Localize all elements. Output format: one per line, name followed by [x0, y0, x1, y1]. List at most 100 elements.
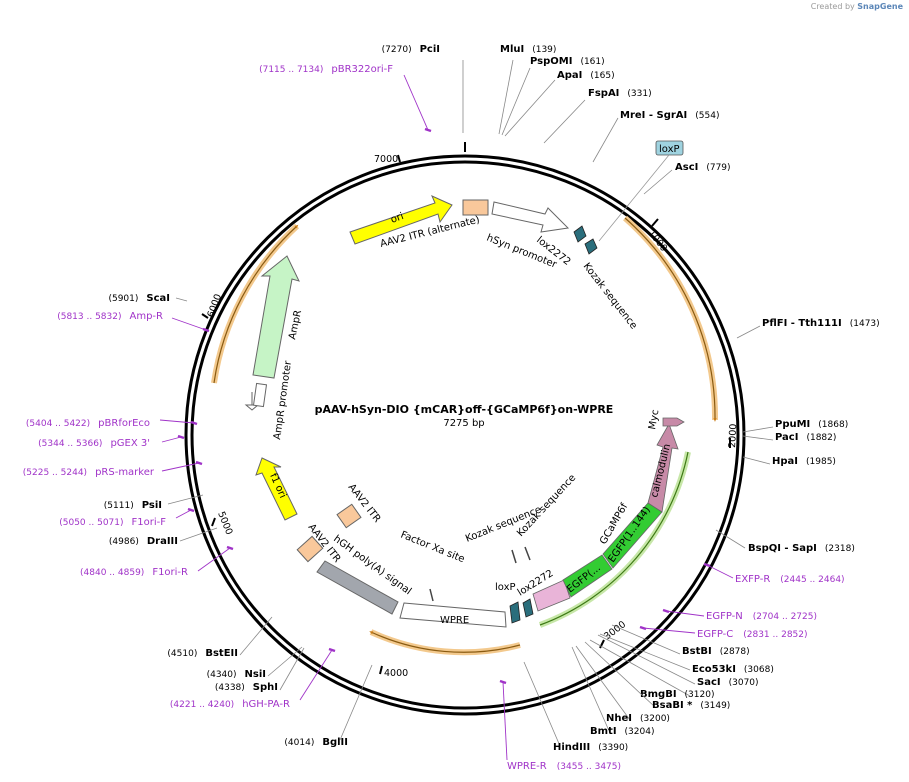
ori-arrow — [349, 195, 453, 245]
primer-leader-prs-marker — [161, 462, 200, 472]
enzyme-position: (554) — [695, 111, 719, 121]
primer-f1ori-f[interactable]: (5050 .. 5071)F1ori-F — [59, 517, 166, 528]
enzyme-eco53ki[interactable]: Eco53kI(3068) — [692, 664, 774, 675]
enzyme-asci[interactable]: AscI(779) — [675, 162, 731, 173]
enzyme-position: (1473) — [850, 319, 880, 329]
primer-mark-hgh-pa-r — [328, 647, 336, 653]
enzyme-position: (165) — [590, 71, 614, 81]
enzyme-position: (3070) — [729, 678, 759, 688]
myc-arrow — [662, 417, 685, 427]
enzyme-name: ScaI — [146, 293, 170, 304]
enzyme-apai[interactable]: ApaI(165) — [557, 70, 615, 81]
enzyme-leader-bstbi — [611, 624, 681, 655]
primer-wpre-r[interactable]: WPRE-R(3455 .. 3475) — [507, 761, 621, 772]
enzyme-leader-eco53ki — [599, 633, 691, 671]
enzyme-name: BmgBI — [640, 689, 677, 700]
enzyme-bsteii[interactable]: (4510)BstEII — [167, 648, 238, 659]
primer-position: (2831 .. 2852) — [743, 630, 807, 640]
enzyme-position: (1882) — [806, 433, 836, 443]
primer-egfp-c[interactable]: EGFP-C (2831 .. 2852) — [697, 629, 808, 640]
enzyme-nhei[interactable]: NheI(3200) — [606, 713, 670, 724]
plasmid-size: 7275 bp — [443, 418, 484, 429]
enzyme-sphi[interactable]: (4338)SphI — [215, 682, 278, 693]
primer-egfp-n[interactable]: EGFP-N(2704 .. 2725) — [706, 611, 817, 622]
primer-leader-pbrforeco — [159, 419, 195, 424]
primer-mark-pgex-3 — [177, 434, 185, 440]
enzyme-pspomi[interactable]: PspOMI(161) — [530, 56, 605, 67]
enzyme-name: HpaI — [772, 456, 798, 467]
enzyme-position: (2878) — [720, 647, 750, 657]
aav2-itr-2-box — [296, 535, 324, 563]
enzyme-position: (3120) — [685, 690, 715, 700]
primer-pgex-3[interactable]: (5344 .. 5366)pGEX 3' — [38, 438, 150, 449]
wpre-arrow — [399, 602, 507, 628]
enzyme-pcii[interactable]: (7270)PciI — [382, 44, 440, 55]
primer-f1ori-r[interactable]: (4840 .. 4859)F1ori-R — [80, 567, 188, 578]
ruler-label-7000: 7000 — [374, 154, 398, 165]
enzyme-leader-bmti — [571, 646, 611, 734]
enzyme-hindiii[interactable]: HindIII(3390) — [553, 742, 628, 753]
primer-name: EGFP-N — [706, 611, 743, 622]
lox2272-top-marker — [573, 225, 587, 243]
primer-position: (3455 .. 3475) — [557, 762, 621, 772]
primer-name: EGFP-C — [697, 629, 733, 640]
enzyme-pflfi-tth111i[interactable]: PflFI - Tth111I(1473) — [762, 318, 880, 329]
enzyme-bmti[interactable]: BmtI(3204) — [590, 726, 654, 737]
primer-prs-marker[interactable]: (5225 .. 5244)pRS-marker — [23, 467, 155, 478]
primer-exfp-r[interactable]: EXFP-R(2445 .. 2464) — [735, 574, 845, 585]
enzyme-name: SphI — [253, 682, 278, 693]
ampr-arrow — [252, 255, 300, 379]
enzyme-position: (139) — [532, 45, 556, 55]
enzyme-bglii[interactable]: (4014)BglII — [284, 737, 348, 748]
enzyme-hpai[interactable]: HpaI (1985) — [772, 456, 836, 467]
primer-name: pBR322ori-F — [331, 64, 393, 75]
enzyme-leader-fspai — [543, 99, 586, 144]
enzyme-name: NsiI — [245, 669, 266, 680]
enzyme-leader-draiii — [179, 527, 218, 542]
enzyme-name: AscI — [675, 162, 698, 173]
primer-amp-r[interactable]: (5813 .. 5832)Amp-R — [57, 311, 163, 322]
primer-mark-prs-marker — [195, 460, 203, 466]
wpre-label: WPRE — [440, 615, 469, 626]
enzyme-ppumi[interactable]: PpuMI(1868) — [775, 419, 848, 430]
enzyme-saci[interactable]: SacI(3070) — [697, 677, 759, 688]
primer-position: (5404 .. 5422) — [26, 419, 90, 429]
enzyme-name: PpuMI — [775, 419, 810, 430]
primer-mark-pbr322ori-f — [424, 127, 432, 133]
enzyme-leader-pspomi — [501, 67, 531, 136]
enzyme-psii[interactable]: (5111)PsiI — [104, 500, 162, 511]
enzyme-position: (5901) — [108, 294, 138, 304]
primer-position: (5050 .. 5071) — [59, 518, 123, 528]
enzyme-paci[interactable]: PacI(1882) — [775, 432, 836, 443]
loxp-top-marker — [584, 238, 598, 255]
loxp-bottom-label: loxP — [495, 582, 516, 593]
primer-position: (2445 .. 2464) — [780, 575, 844, 585]
primer-pbr322ori-f[interactable]: (7115 .. 7134)pBR322ori-F — [259, 64, 393, 75]
enzyme-mrei-sgrai[interactable]: MreI - SgrAI(554) — [620, 110, 719, 121]
enzyme-position: (3390) — [598, 743, 628, 753]
gcamp-linker-block — [532, 579, 571, 612]
enzyme-bstbi[interactable]: BstBI(2878) — [682, 646, 750, 657]
primer-position: (4221 .. 4240) — [170, 700, 234, 710]
enzyme-leader-scai — [175, 297, 188, 302]
primer-hgh-pa-r[interactable]: (4221 .. 4240)hGH-PA-R — [170, 699, 290, 710]
calmodulin-arrow — [647, 423, 679, 513]
primer-pbrforeco[interactable]: (5404 .. 5422)pBRforEco — [26, 418, 150, 429]
enzyme-scai[interactable]: (5901) ScaI — [108, 293, 170, 304]
enzyme-name: MluI — [500, 44, 524, 55]
enzyme-bmgbi[interactable]: BmgBI (3120) — [640, 689, 714, 700]
enzyme-position: (7270) — [382, 45, 412, 55]
enzyme-nsii[interactable]: (4340)NsiI — [207, 669, 266, 680]
enzyme-mlui[interactable]: MluI (139) — [500, 44, 556, 55]
enzyme-bsabi[interactable]: BsaBI *(3149) — [652, 700, 730, 711]
kozak-top-label: Kozak sequence — [581, 261, 639, 331]
enzyme-position: (3068) — [744, 665, 774, 675]
enzyme-bspqi-sapi[interactable]: BspQI - SapI(2318) — [748, 543, 855, 554]
enzyme-leader-nsii — [267, 646, 303, 677]
primer-leader-egfp-c — [642, 627, 696, 634]
enzyme-fspai[interactable]: FspAI(331) — [588, 88, 652, 99]
enzyme-draiii[interactable]: (4986)DraIII — [109, 536, 178, 547]
enzyme-leader-bglii — [339, 664, 373, 741]
enzyme-position: (1985) — [806, 457, 836, 467]
